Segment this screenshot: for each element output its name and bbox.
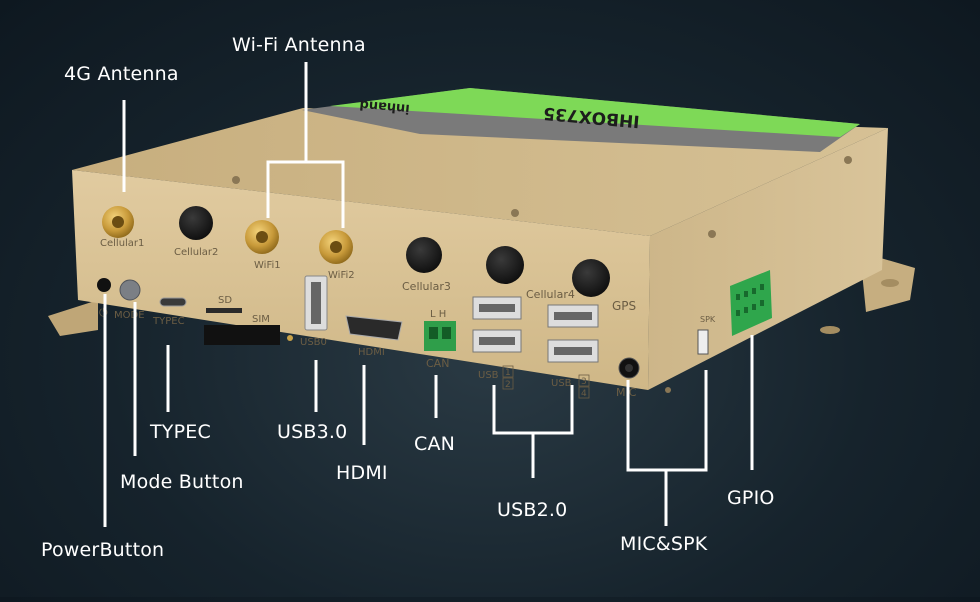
hdmi-port[interactable] xyxy=(345,315,403,341)
callout-lines xyxy=(103,62,754,527)
top-label-green xyxy=(330,88,860,137)
silk-usb0: USB0 xyxy=(300,337,327,348)
callout-usb20: USB2.0 xyxy=(497,499,568,521)
silk-usb-2: 2 xyxy=(505,380,511,390)
left-mounting-flange xyxy=(48,300,98,336)
silk-usb-1: 1 xyxy=(505,368,511,378)
cellular1-connector xyxy=(102,206,134,238)
silk-cellular1: Cellular1 xyxy=(100,238,144,249)
callout-mic-spk: MIC&SPK xyxy=(620,533,708,555)
callout-wifi-antenna: Wi-Fi Antenna xyxy=(232,34,366,56)
wifi1-connector xyxy=(245,220,279,254)
callout-mode-button: Mode Button xyxy=(120,471,244,493)
wifi2-connector xyxy=(319,230,353,264)
silk-spk: SPK xyxy=(700,315,716,324)
silk-mic: MIC xyxy=(616,386,637,399)
silk-wifi1: WiFi1 xyxy=(254,260,281,271)
power-button[interactable] xyxy=(97,278,111,292)
callout-hdmi: HDMI xyxy=(336,462,388,484)
silk-usb-3: 3 xyxy=(581,377,587,387)
top-brand-label: inhand xyxy=(359,97,410,116)
silk-cellular4: Cellular4 xyxy=(526,288,575,301)
silk-can: CAN xyxy=(426,357,449,370)
mode-button[interactable] xyxy=(119,279,141,301)
can-terminal[interactable] xyxy=(424,321,456,351)
callout-power-button: PowerButton xyxy=(41,539,165,561)
callout-gpio: GPIO xyxy=(727,487,775,509)
callout-usb30: USB3.0 xyxy=(277,421,348,443)
callout-can: CAN xyxy=(414,433,456,455)
chassis-side xyxy=(648,128,888,390)
typec-port[interactable] xyxy=(159,297,187,307)
silk-cellular3: Cellular3 xyxy=(402,280,451,293)
silk-gps: GPS xyxy=(612,299,636,313)
sd-slot[interactable] xyxy=(206,308,242,313)
silk-wifi2: WiFi2 xyxy=(328,270,355,281)
gps-cap xyxy=(572,259,610,297)
silk-can-lh: L H xyxy=(430,309,446,320)
callout-4g-antenna: 4G Antenna xyxy=(64,63,179,85)
silk-hdmi: HDMI xyxy=(358,347,385,358)
silk-sim: SIM xyxy=(252,314,270,325)
silk-mode: MODE xyxy=(114,310,145,321)
cellular4-cap xyxy=(486,246,524,284)
silk-cellular2: Cellular2 xyxy=(174,247,218,258)
sim-slot[interactable] xyxy=(204,325,280,345)
cellular2-cap xyxy=(179,206,213,240)
callout-typec: TYPEC xyxy=(150,421,211,443)
cellular3-cap xyxy=(406,237,442,273)
silk-sd: SD xyxy=(218,295,232,306)
silk-typec: TYPEC xyxy=(152,316,185,327)
spk-connector[interactable] xyxy=(697,329,709,355)
silk-usb-4: 4 xyxy=(581,389,587,399)
silk-usb-a: USB xyxy=(478,370,499,381)
silk-usb-b: USB xyxy=(551,378,572,389)
